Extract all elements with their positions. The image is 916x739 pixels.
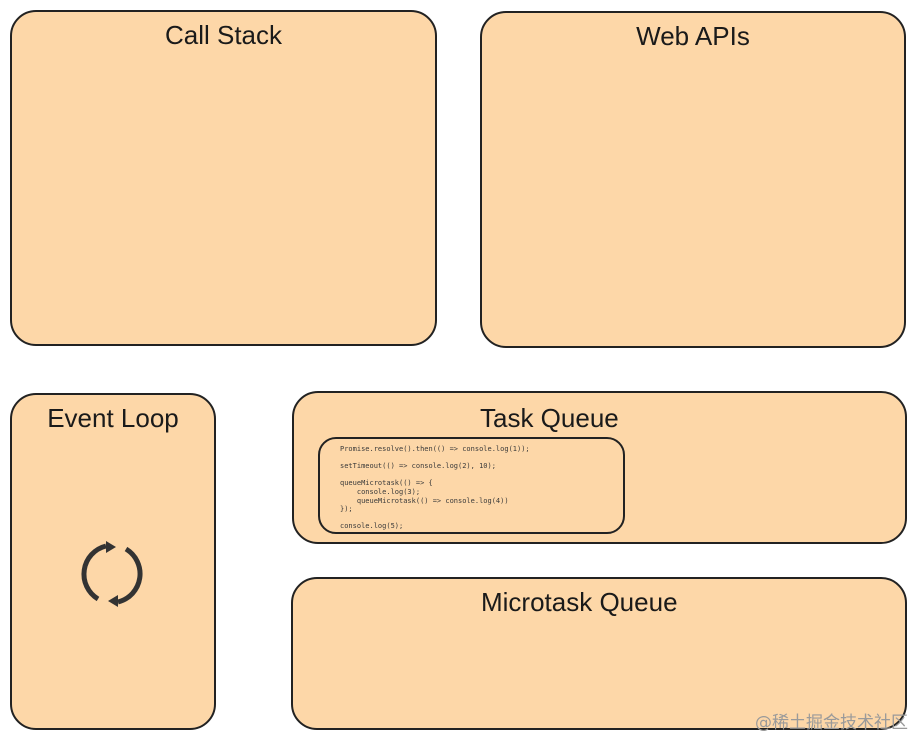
event-loop-panel: Event Loop <box>10 393 216 730</box>
task-queue-title: Task Queue <box>480 403 619 433</box>
code-snippet: Promise.resolve().then(() => console.log… <box>340 445 530 531</box>
web-apis-panel: Web APIs <box>480 11 906 348</box>
web-apis-title: Web APIs <box>636 21 750 51</box>
refresh-icon <box>81 541 143 607</box>
call-stack-title: Call Stack <box>164 20 283 50</box>
call-stack-panel: Call Stack <box>10 10 437 346</box>
event-loop-title: Event Loop <box>47 403 179 433</box>
microtask-queue-panel: Microtask Queue <box>291 577 907 730</box>
microtask-queue-title: Microtask Queue <box>481 587 678 617</box>
code-snippet-box: Promise.resolve().then(() => console.log… <box>318 437 625 534</box>
watermark-text: @稀土掘金技术社区 <box>755 713 908 733</box>
